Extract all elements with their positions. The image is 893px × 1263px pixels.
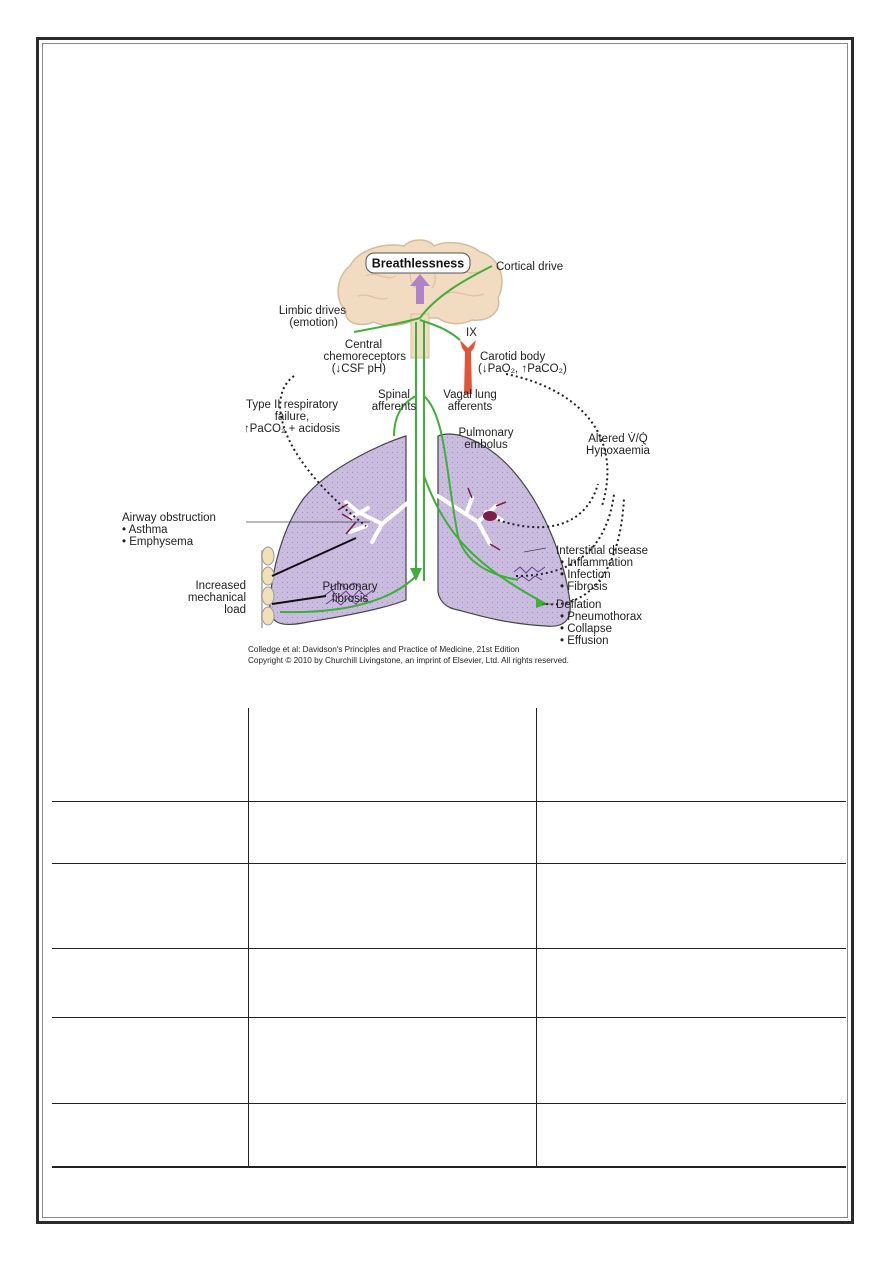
- figure-title: Breathlessness: [372, 257, 464, 271]
- label-deflation-2: • Collapse: [560, 623, 612, 635]
- label-vagal-1: Vagal lung: [443, 389, 497, 401]
- table-cell: [52, 863, 249, 949]
- label-interstitial: Interstitial disease: [556, 545, 648, 557]
- label-central-1: Central: [345, 339, 382, 351]
- table-row: [52, 948, 846, 1018]
- label-central-2: chemoreceptors: [324, 351, 407, 363]
- table-cell: [535, 801, 846, 864]
- table-cell: [247, 801, 537, 864]
- chest-wall-load: [261, 537, 357, 628]
- label-cortical-drive: Cortical drive: [496, 261, 563, 273]
- label-type2-2: failure,: [275, 411, 310, 423]
- table-cell: [52, 708, 249, 802]
- credit-line-2: Copyright © 2010 by Churchill Livingston…: [248, 656, 569, 665]
- carotid-body: [460, 340, 476, 394]
- label-airway-emphysema: • Emphysema: [122, 536, 194, 548]
- label-mech-3: load: [224, 604, 246, 616]
- empty-grid-table: [52, 708, 846, 1168]
- table-row: [52, 1017, 846, 1104]
- table-cell: [52, 1103, 249, 1168]
- dotted-feedback: [279, 373, 625, 606]
- label-pe-1: Pulmonary: [459, 427, 514, 439]
- label-limbic-1: Limbic drives: [279, 305, 346, 317]
- label-type2-3: ↑PaCO₂ + acidosis: [246, 423, 340, 435]
- table-cell: [247, 948, 537, 1018]
- table-row: [52, 863, 846, 949]
- label-interstitial-3: • Fibrosis: [560, 581, 608, 593]
- label-type2-1: Type II respiratory: [246, 399, 338, 411]
- left-bronchial-tree: [344, 494, 418, 544]
- table-cell: [535, 863, 846, 949]
- interstitial-patch: [513, 566, 546, 582]
- pulmonary-fibrosis-patch: [323, 582, 374, 606]
- table-cell: [52, 1017, 249, 1104]
- table-cell: [247, 1017, 537, 1104]
- table-cell: [535, 1103, 846, 1168]
- credit-line-1: Colledge et al: Davidson's Principles an…: [248, 645, 520, 654]
- label-deflation-1: • Pneumothorax: [560, 611, 642, 623]
- table-cell: [535, 708, 846, 802]
- label-pe-2: embolus: [464, 439, 508, 451]
- label-deflation-3: • Effusion: [560, 635, 609, 647]
- breathlessness-diagram: Breathlessness: [246, 236, 656, 674]
- label-interstitial-1: • Inflammation: [560, 557, 633, 569]
- table-row: [52, 801, 846, 864]
- label-vq-1: Altered V̇/Q̇: [588, 432, 647, 445]
- page-border: [36, 37, 854, 1224]
- label-mech-2: mechanical: [187, 592, 246, 604]
- label-fibrosis-2: fibrosis: [332, 593, 369, 605]
- label-central-3: (↓CSF pH): [332, 363, 386, 375]
- table-cell: [247, 863, 537, 949]
- label-vagal-2: afferents: [448, 401, 493, 413]
- upward-arrow: [410, 274, 430, 304]
- table-cell: [247, 1103, 537, 1168]
- lungs-illustration: [269, 433, 571, 627]
- label-limbic-2: (emotion): [289, 317, 338, 329]
- label-carotid-2: (↓PaO₂, ↑PaCO₂): [478, 363, 567, 375]
- pulmonary-embolus: [483, 511, 497, 521]
- mech-load-labels: Increased mechanical load: [150, 580, 246, 616]
- table-cell: [535, 1017, 846, 1104]
- arrowhead-deflation: [536, 598, 548, 608]
- grid-table: [52, 708, 846, 1168]
- label-spinal-2: afferents: [372, 401, 417, 413]
- table-cell: [247, 708, 537, 802]
- label-nerve-ix: IX: [466, 327, 477, 339]
- table-cell: [535, 948, 846, 1018]
- label-deflation: Deflation: [556, 599, 601, 611]
- table-cell: [52, 801, 249, 864]
- left-labels: Airway obstruction • Asthma • Emphysema: [122, 512, 246, 548]
- label-mech-1: Increased: [195, 580, 246, 592]
- right-lung: [437, 433, 571, 627]
- label-spinal-1: Spinal: [378, 389, 410, 401]
- brain-illustration: Breathlessness: [337, 239, 503, 359]
- leader-lines: [246, 521, 554, 605]
- nerve-pathways: [279, 265, 547, 614]
- label-airway-outside: Airway obstruction: [122, 512, 216, 524]
- title-box: [365, 252, 471, 274]
- label-airway-asthma: • Asthma: [122, 524, 168, 536]
- table-row: [52, 1103, 846, 1168]
- table-row: [52, 708, 846, 802]
- label-interstitial-2: • Infection: [560, 569, 611, 581]
- arrowhead-down: [410, 568, 422, 581]
- label-fibrosis-1: Pulmonary: [323, 581, 378, 593]
- diagram-svg: Breathlessness: [246, 239, 651, 665]
- label-carotid-1: Carotid body: [480, 351, 545, 363]
- label-vq-2: Hypoxaemia: [586, 445, 651, 457]
- table-cell: [52, 948, 249, 1018]
